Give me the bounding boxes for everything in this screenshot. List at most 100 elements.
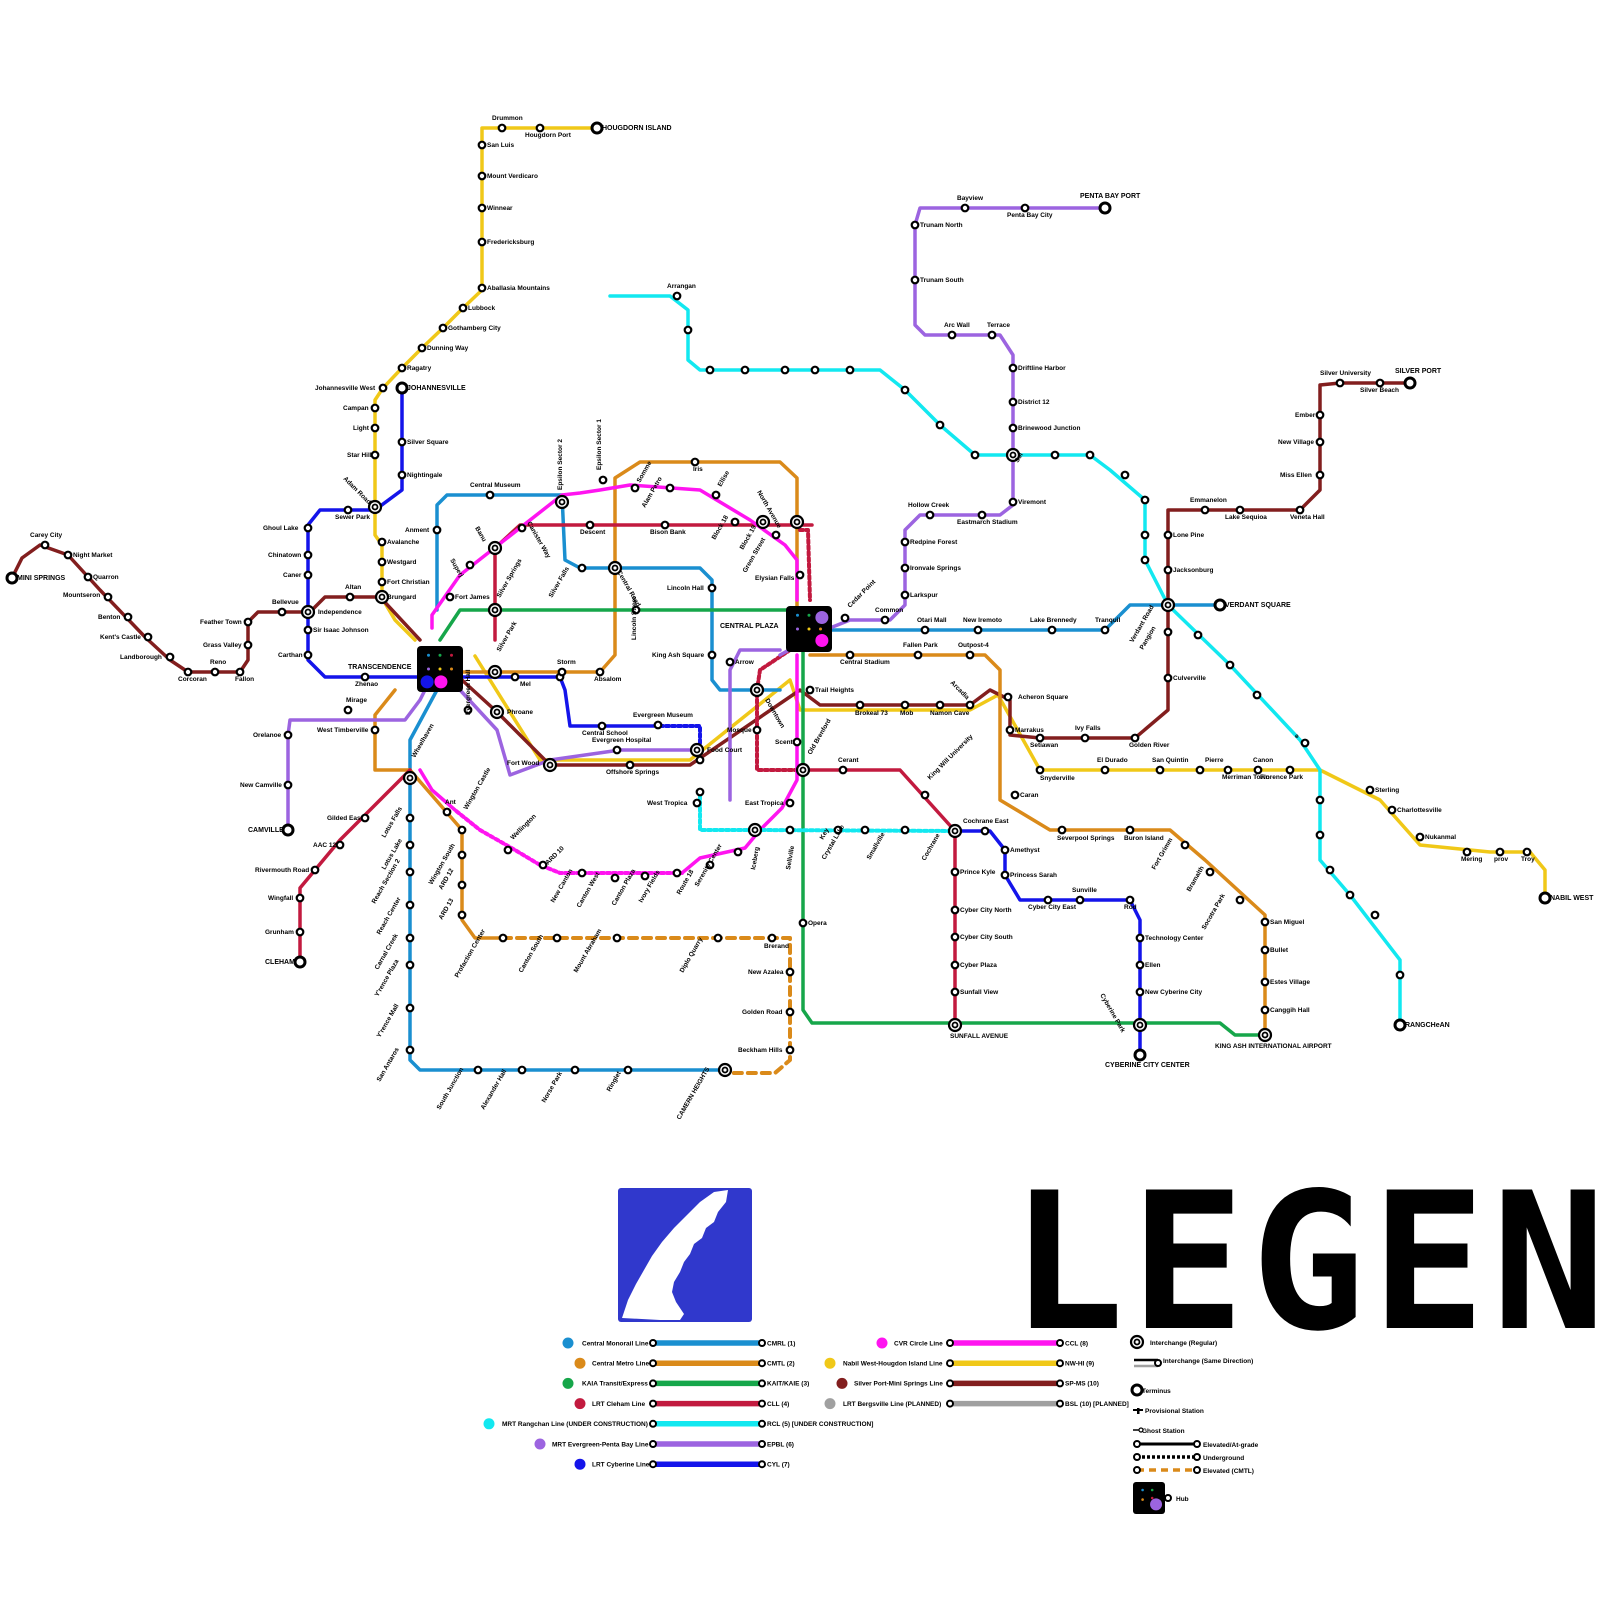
legend-title: LEGEND [1010, 1152, 1600, 1373]
station-label: District 12 [1018, 399, 1050, 406]
station-marker [310, 865, 320, 875]
station-marker [692, 798, 702, 808]
interchange-station [487, 540, 503, 556]
station-marker [1163, 627, 1173, 637]
station-label: Merriman Town [1222, 774, 1270, 781]
station-marker [552, 933, 562, 943]
station-label: Lincoln Hall [667, 585, 704, 592]
station-marker [950, 867, 960, 877]
station-marker [725, 657, 735, 667]
station-label: Avalanche [387, 539, 420, 546]
station-label: Caner [283, 572, 302, 579]
elevated-cmtl-symbol [1133, 1466, 1201, 1474]
station-label: Absalom [594, 676, 622, 683]
interchange-station [749, 682, 765, 698]
terminus-station [590, 121, 604, 135]
station-label: Superj [448, 558, 464, 579]
station-label: Ellise [717, 469, 732, 488]
station-marker [1315, 437, 1325, 447]
legend-line-code: CCL (8) [1065, 1340, 1088, 1347]
station-marker [303, 625, 313, 635]
station-marker [845, 650, 855, 660]
terminus-station [293, 955, 307, 969]
legend-swatch [574, 1398, 586, 1410]
station-label: Prince Kyle [960, 869, 996, 876]
station-marker [925, 510, 935, 520]
legend-symbol-label: Terminus [1142, 1388, 1171, 1395]
station-marker [1387, 805, 1397, 815]
station-label: New Village [1278, 439, 1314, 446]
station-label: Epsilon Sector 2 [557, 439, 564, 490]
station-marker [900, 700, 910, 710]
station-label: Benton [98, 614, 120, 621]
stations [5, 121, 1552, 1078]
station-marker [1047, 625, 1057, 635]
station-marker [970, 450, 980, 460]
station-label: Serenity Center [694, 842, 724, 888]
legend-symbol-label: Interchange (Regular) [1150, 1340, 1217, 1347]
station-marker [370, 403, 380, 413]
legend-line-name: Central Metro Line [592, 1361, 649, 1368]
station-marker [900, 537, 910, 547]
station-marker [1462, 847, 1472, 857]
station-marker [442, 807, 452, 817]
station-label: Sterling [1375, 787, 1399, 794]
station-marker [900, 385, 910, 395]
station-marker [792, 737, 802, 747]
legend-row: LRT Bergsville Line (PLANNED)BSL (10) [P… [824, 1398, 1129, 1410]
station-marker [183, 667, 193, 677]
legend-swatch [562, 1377, 574, 1389]
station-label: Socotra Park [1201, 892, 1227, 931]
legend-line-code: EPBL (6) [767, 1441, 794, 1448]
station-marker [612, 745, 622, 755]
station-label: Bison Bank [650, 529, 686, 536]
station-marker [1125, 895, 1135, 905]
station-label: Sunville [1072, 887, 1097, 894]
station-label: New Iremoto [963, 617, 1002, 624]
station-marker [243, 617, 253, 627]
station-marker [343, 505, 353, 515]
station-label: San Antaros [376, 1046, 401, 1083]
station-marker [1140, 555, 1150, 565]
station-label: Y'rence Mall [376, 1003, 401, 1039]
station-marker [1035, 733, 1045, 743]
station-label: Mosque [727, 727, 752, 734]
terminus-station [395, 381, 409, 395]
station-label: Ghoul Lake [263, 525, 299, 532]
station-label: Carthan [278, 652, 303, 659]
station-marker [785, 798, 795, 808]
station-label: Canggih Hall [1270, 1007, 1310, 1014]
station-label: Old Brenford [807, 718, 833, 756]
station-marker [965, 700, 975, 710]
station-marker [713, 933, 723, 943]
legend-line-code: BSL (10) [PLANNED] [1065, 1401, 1129, 1408]
station-label: Mel [520, 681, 531, 688]
station-label: Light [353, 425, 370, 432]
station-label: New Azalea [748, 969, 784, 976]
interchange-station [795, 762, 811, 778]
station-label: Adam Road [342, 475, 373, 506]
station-label: VERDANT SQUARE [1225, 602, 1291, 609]
station-label: Silver Park [496, 620, 519, 653]
interchange-station [300, 604, 316, 620]
station-label: SILVER PORT [1395, 368, 1442, 375]
station-marker [630, 483, 640, 493]
station-label: Lake Brennedy [1030, 617, 1077, 624]
station-label: Sir Isaac Johnson [313, 627, 369, 634]
terminus-station [1213, 598, 1227, 612]
station-marker [598, 475, 608, 485]
station-label: Iceberg [750, 846, 761, 870]
line-route [698, 788, 957, 833]
station-marker [1193, 630, 1203, 640]
terminus-station [281, 823, 295, 837]
station-marker [980, 826, 990, 836]
station-marker [1155, 765, 1165, 775]
interchange-station [1132, 1017, 1148, 1033]
station-marker [405, 867, 415, 877]
station-label: Lake Sequioa [1225, 514, 1267, 521]
station-label: New Camville [240, 782, 282, 789]
station-label: Profaction Center [454, 928, 488, 979]
interchange-station [487, 602, 503, 618]
station-marker [798, 918, 808, 928]
